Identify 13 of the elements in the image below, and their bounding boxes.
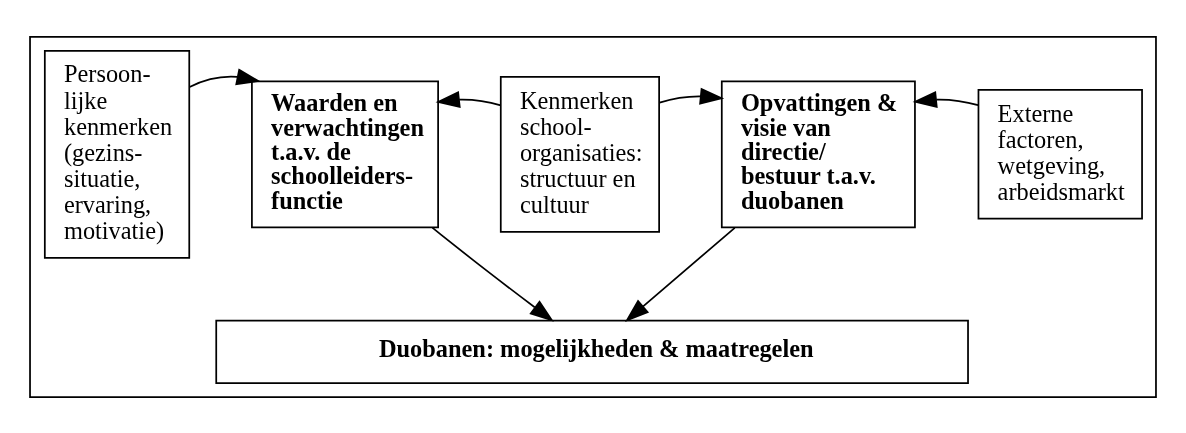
arrow (431, 226, 554, 322)
arrow (188, 67, 261, 88)
node-box: Duobanen: mogelijkheden & maatregelen (215, 319, 969, 384)
node-box: Waarden en verwachtingen t.a.v. de schoolleiders- functie (251, 79, 439, 228)
node-box: Kenmerken school- organisaties: structuur en cultuur (499, 75, 660, 233)
cluster (29, 35, 1157, 398)
node-box: Persoon- lijke kenmerken (gezins- situatie, ervaring, motivatie) (43, 49, 191, 259)
node-box: Externe factoren, wetgeving, arbeidsmarkt (977, 88, 1143, 220)
node-box: Opvattingen & visie van directie/ bestuur t.a.v. duobanen (720, 79, 916, 228)
arrow (658, 87, 725, 105)
arrow (912, 90, 979, 108)
arrow (624, 226, 736, 322)
arrow (435, 90, 502, 108)
